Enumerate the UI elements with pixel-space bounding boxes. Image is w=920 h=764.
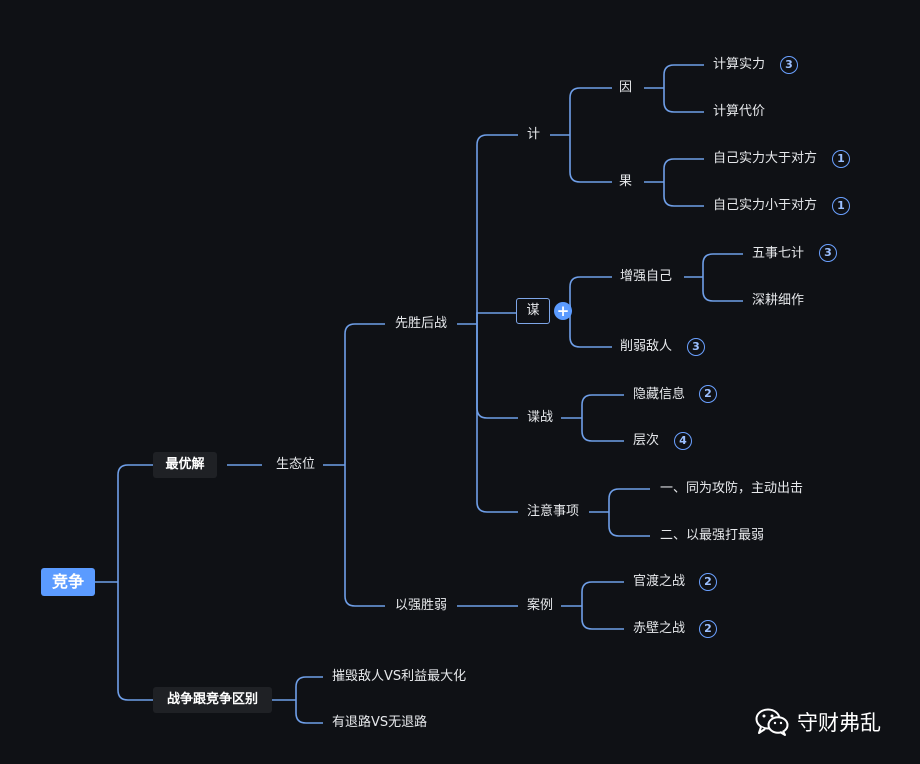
node-dayu[interactable]: 自己实力大于对方 (713, 151, 818, 166)
count-badge-chibi[interactable]: 2 (699, 620, 717, 638)
count-badge-wushiqiji[interactable]: 3 (819, 244, 837, 262)
node-guandu[interactable]: 官渡之战 (633, 574, 686, 589)
count-badge-cengci[interactable]: 4 (674, 432, 692, 450)
node-jisuandaijia[interactable]: 计算代价 (713, 104, 766, 119)
node-xianshenghouzhan[interactable]: 先胜后战 (395, 316, 448, 331)
node-qubie[interactable]: 战争跟竞争区别 (153, 687, 272, 713)
node-guo[interactable]: 果 (619, 174, 633, 189)
watermark: 守财弗乱 (755, 706, 881, 738)
node-diezhan[interactable]: 谍战 (527, 410, 554, 425)
node-jisuanshili[interactable]: 计算实力 (713, 57, 766, 72)
count-badge-yincang[interactable]: 2 (699, 385, 717, 403)
node-anli[interactable]: 案例 (527, 598, 554, 613)
count-badge-xueruo[interactable]: 3 (687, 338, 705, 356)
node-ji[interactable]: 计 (527, 127, 541, 142)
node-yin[interactable]: 因 (619, 80, 633, 95)
node-yiqiangshengruo[interactable]: 以强胜弱 (395, 598, 448, 613)
node-xiaoyu[interactable]: 自己实力小于对方 (713, 198, 818, 213)
watermark-text: 守财弗乱 (797, 711, 881, 735)
count-badge-dayu[interactable]: 1 (832, 150, 850, 168)
node-shengengxizuo[interactable]: 深耕细作 (752, 293, 805, 308)
node-cengci[interactable]: 层次 (633, 433, 660, 448)
count-badge-guandu[interactable]: 2 (699, 573, 717, 591)
node-tuilu[interactable]: 有退路VS无退路 (332, 715, 428, 730)
node-zhuyi[interactable]: 注意事项 (527, 504, 580, 519)
node-zengqiang[interactable]: 增强自己 (620, 269, 673, 284)
node-tonggong[interactable]: 一、同为攻防，主动出击 (660, 481, 804, 496)
node-yizuiqiang[interactable]: 二、以最强打最弱 (660, 528, 765, 543)
node-xueruo[interactable]: 削弱敌人 (620, 339, 673, 354)
node-chibi[interactable]: 赤壁之战 (633, 621, 686, 636)
expand-plus-icon[interactable]: + (554, 302, 572, 320)
node-shengtaiwei[interactable]: 生态位 (276, 457, 316, 472)
wechat-icon (755, 708, 789, 736)
node-wushiqiji[interactable]: 五事七计 (752, 246, 805, 261)
node-yincang[interactable]: 隐藏信息 (633, 387, 686, 402)
count-badge-xiaoyu[interactable]: 1 (832, 197, 850, 215)
node-cuihui[interactable]: 摧毁敌人VS利益最大化 (332, 669, 467, 684)
root-node[interactable]: 竞争 (41, 568, 95, 596)
node-mou[interactable]: 谋 (516, 298, 550, 324)
count-badge-jisuanshili[interactable]: 3 (780, 56, 798, 74)
node-zuiyoujie[interactable]: 最优解 (153, 452, 217, 478)
